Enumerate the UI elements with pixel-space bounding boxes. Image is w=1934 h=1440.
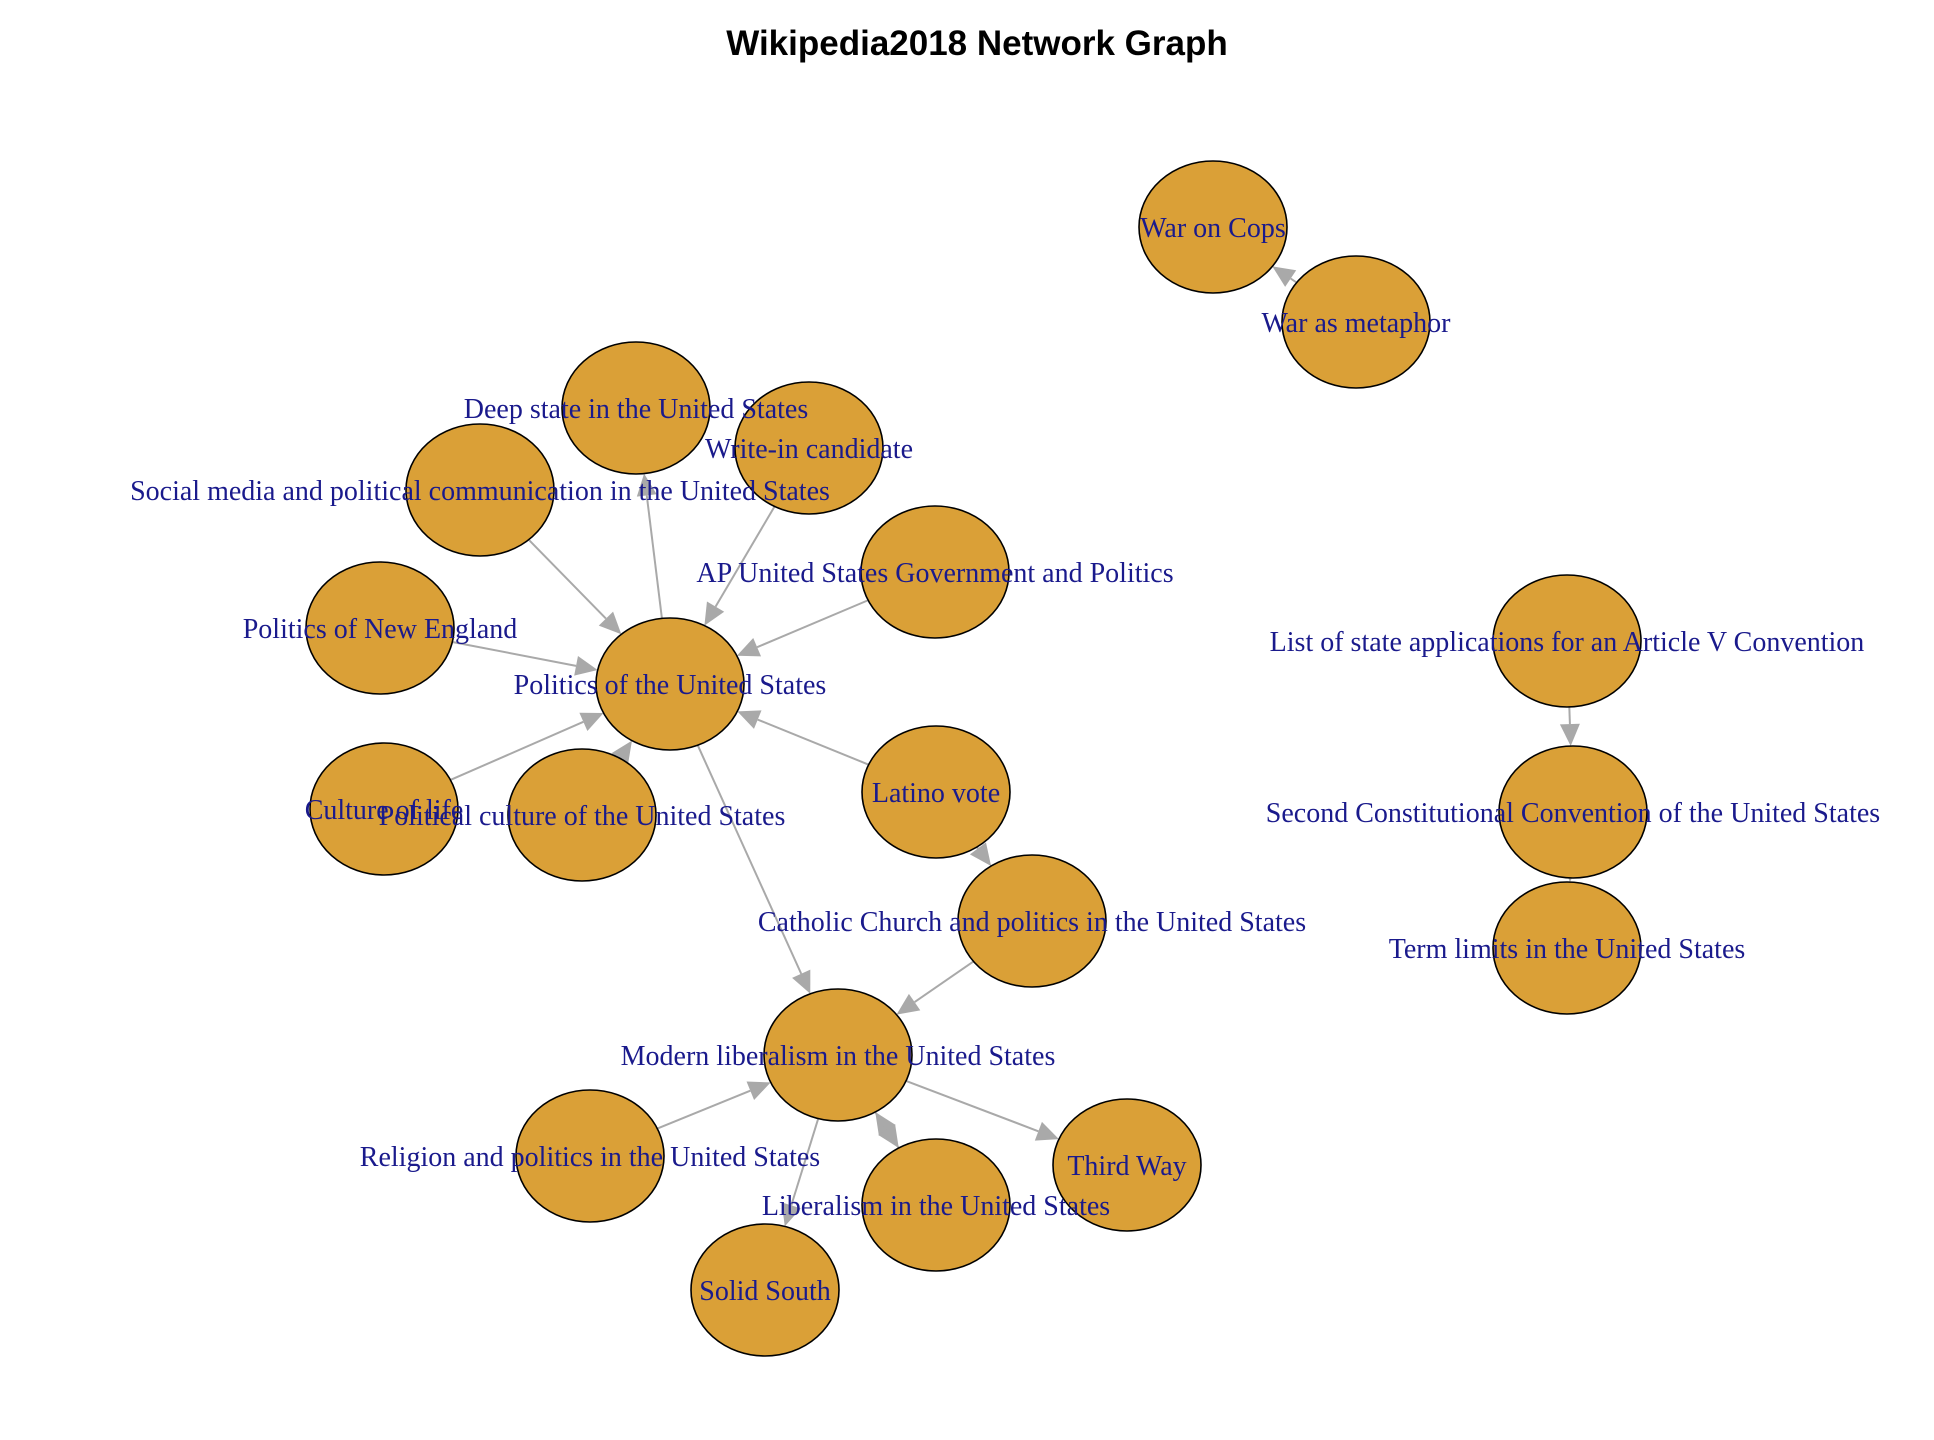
edges-layer [450,266,1581,1227]
edge-line [1568,706,1571,725]
edge-line [914,960,975,1003]
node-label-ap-gov: AP United States Government and Politics [696,558,1173,589]
edge-line [452,640,577,667]
node-culture-of-life[interactable] [309,742,459,876]
edge-ap-gov-to-politics-us [736,599,869,657]
node-article-v[interactable] [1492,574,1642,708]
node-religion[interactable] [515,1089,665,1223]
node-second-convention[interactable] [1498,745,1648,879]
node-third-way[interactable] [1052,1098,1202,1232]
node-label-deep-state: Deep state in the United States [464,394,808,425]
edge-line [527,539,607,620]
edge-line [450,720,584,781]
edge-line [874,1111,888,1131]
node-label-modern-liberalism: Modern liberalism in the United States [621,1041,1056,1072]
edge-modern-liberalism-to-liberalism [874,1111,899,1148]
edge-line [790,1118,820,1206]
edge-line [696,744,803,975]
node-label-second-convention: Second Constitutional Convention of the … [1266,798,1880,829]
edge-social-media-to-politics-us [527,539,622,635]
edge-arrowhead [1034,1121,1059,1141]
node-label-write-in: Write-in candidate [705,434,913,465]
node-label-war-as-metaphor: War as metaphor [1262,308,1452,339]
node-label-social-media: Social media and political communication… [130,476,830,507]
edge-arrowhead [579,712,604,732]
node-label-religion: Religion and politics in the United Stat… [360,1142,820,1173]
node-label-politics-us: Politics of the United States [514,670,827,701]
node-politics-us[interactable] [595,617,745,751]
edge-arrowhead [781,1202,801,1227]
node-solid-south[interactable] [690,1223,840,1357]
node-label-war-on-cops: War on Cops [1140,213,1286,244]
node-write-in[interactable] [734,381,884,515]
node-label-term-limits: Term limits in the United States [1389,934,1746,965]
node-label-catholic: Catholic Church and politics in the Unit… [758,907,1306,938]
edge-arrowhead [704,601,725,626]
node-label-latino-vote: Latino vote [872,778,1000,809]
node-ap-gov[interactable] [860,505,1010,639]
edge-arrowhead [611,740,632,765]
edge-article-v-to-second-convention [1559,706,1580,747]
edge-arrowhead [1559,723,1580,747]
edge-arrowhead [1272,266,1297,287]
node-liberalism[interactable] [861,1138,1011,1272]
edge-line [1290,277,1298,284]
edge-arrowhead [878,1124,899,1148]
node-label-culture-of-life: Culture of life [305,795,464,826]
edge-line [756,599,869,649]
nodes-layer [305,160,1648,1357]
edge-latino-vote-to-politics-us [737,710,870,766]
edge-arrowhead [896,993,921,1015]
edge-politics-us-to-deep-state [636,473,663,619]
node-war-on-cops[interactable] [1138,160,1288,294]
node-label-politics-ne: Politics of New England [243,614,518,645]
edge-politics-ne-to-politics-us [452,640,598,676]
edge-arrowhead [737,710,762,729]
edge-religion-to-modern-liberalism [656,1081,771,1130]
edge-modern-liberalism-to-third-way [905,1079,1059,1141]
edge-arrowhead [746,1081,771,1100]
node-catholic[interactable] [957,854,1107,988]
node-label-article-v: List of state applications for an Articl… [1270,627,1865,658]
edge-arrowhead [636,473,657,497]
graph-title: Wikipedia2018 Network Graph [726,24,1228,63]
edge-line [757,718,870,766]
node-social-media[interactable] [405,423,555,557]
edge-line [645,495,663,619]
node-modern-liberalism[interactable] [763,988,913,1122]
edge-arrowhead [598,611,622,635]
edge-culture-of-life-to-politics-us [450,712,604,781]
node-deep-state[interactable] [561,341,711,475]
node-label-political-culture: Political culture of the United States [379,801,786,832]
node-political-culture[interactable] [507,748,657,882]
edge-catholic-to-modern-liberalism [896,960,975,1015]
edge-line [656,1089,751,1130]
edge-arrowhead [875,1112,896,1136]
edge-line [714,505,776,608]
edge-arrowhead [736,637,762,657]
edge-arrowhead [969,842,992,867]
edge-modern-liberalism-to-solid-south [781,1118,820,1227]
edge-arrowhead [574,656,598,676]
edge-write-in-to-politics-us [704,505,776,626]
node-label-liberalism: Liberalism in the United States [762,1191,1110,1222]
node-label-third-way: Third Way [1067,1151,1186,1182]
node-term-limits[interactable] [1492,881,1642,1015]
node-latino-vote[interactable] [861,725,1011,859]
node-politics-ne[interactable] [305,561,455,695]
edge-politics-us-to-modern-liberalism [696,744,811,994]
edge-arrowhead [792,969,811,994]
node-label-solid-south: Solid South [699,1276,830,1307]
node-war-as-metaphor[interactable] [1281,255,1431,389]
edge-line [905,1079,1039,1133]
edge-war-as-metaphor-to-war-on-cops [1272,266,1298,287]
